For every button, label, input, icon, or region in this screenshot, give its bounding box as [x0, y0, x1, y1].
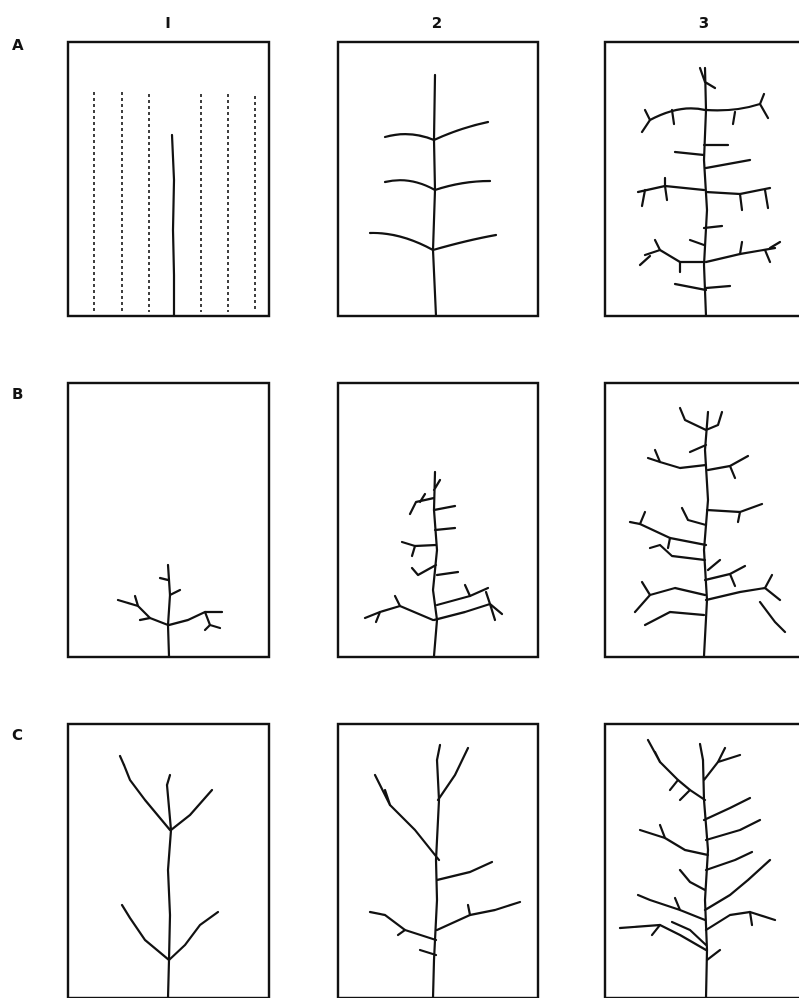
tree-c1	[118, 754, 220, 998]
panel-a1-frame	[66, 40, 271, 318]
panel-b2	[336, 381, 540, 659]
row-label-a: A	[12, 36, 24, 54]
column-label-3: 3	[699, 14, 709, 32]
tree-b2	[363, 470, 504, 658]
dashed-lines	[93, 92, 256, 312]
panel-a3-frame	[603, 40, 799, 318]
row-label-c: C	[12, 726, 23, 744]
tree-a2	[368, 73, 498, 318]
tree-b1	[116, 563, 224, 658]
column-label-2: 2	[432, 14, 442, 32]
panel-c2	[336, 722, 540, 998]
tree-c2	[368, 743, 522, 998]
panel-c3-frame	[603, 722, 799, 998]
seedling-stem	[170, 133, 176, 317]
panel-b1	[66, 381, 271, 659]
panel-a1	[66, 40, 271, 318]
tree-a3	[636, 66, 782, 318]
panel-c3	[603, 722, 799, 998]
row-label-b: B	[12, 385, 23, 403]
tree-b3	[628, 406, 787, 658]
panel-b2-frame	[336, 381, 540, 659]
panel-a3	[603, 40, 799, 318]
tree-c3	[618, 738, 777, 998]
panel-a2-frame	[336, 40, 540, 318]
column-label-1: I	[165, 14, 171, 32]
panel-a2	[336, 40, 540, 318]
panel-c1	[66, 722, 271, 998]
panel-b3	[603, 381, 799, 659]
